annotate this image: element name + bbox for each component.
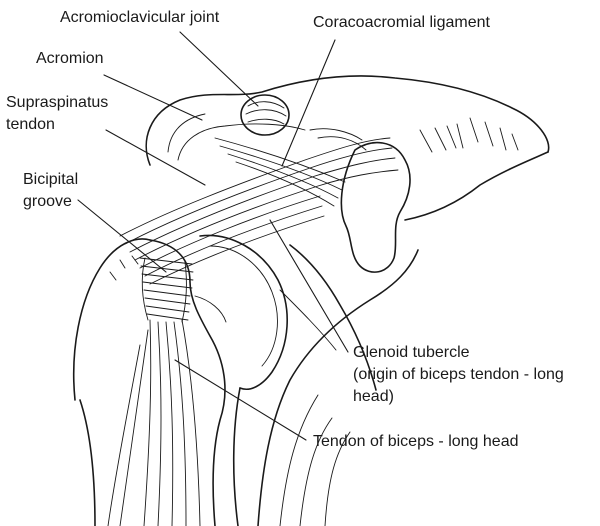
- leader-glenoid: [270, 220, 348, 352]
- acromion-shape: [146, 76, 548, 220]
- label-supraspinatus-line1: Supraspinatus: [6, 93, 108, 113]
- leader-supraspinatus: [106, 130, 205, 185]
- label-acromioclavicular-joint: Acromioclavicular joint: [60, 8, 219, 28]
- humerus-shape: [74, 239, 226, 526]
- acromioclavicular-joint-shape: [241, 95, 289, 135]
- leader-biceps: [175, 360, 306, 440]
- label-bicipital-line1: Bicipital: [23, 170, 78, 190]
- label-acromion: Acromion: [36, 49, 104, 69]
- biceps-tendon-shape: [108, 320, 200, 526]
- label-biceps-tendon: Tendon of biceps - long head: [313, 432, 518, 452]
- label-bicipital-line2: groove: [23, 192, 72, 212]
- leader-coracoacromial: [282, 40, 335, 166]
- label-glenoid-line3: head): [353, 387, 394, 407]
- leader-bicipital: [78, 200, 166, 272]
- label-coracoacromial-ligament: Coracoacromial ligament: [313, 13, 490, 33]
- label-glenoid-line2: (origin of biceps tendon - long: [353, 365, 564, 385]
- label-supraspinatus-line2: tendon: [6, 115, 55, 135]
- coracoid-process-shape: [341, 143, 410, 273]
- label-glenoid-line1: Glenoid tubercle: [353, 343, 470, 363]
